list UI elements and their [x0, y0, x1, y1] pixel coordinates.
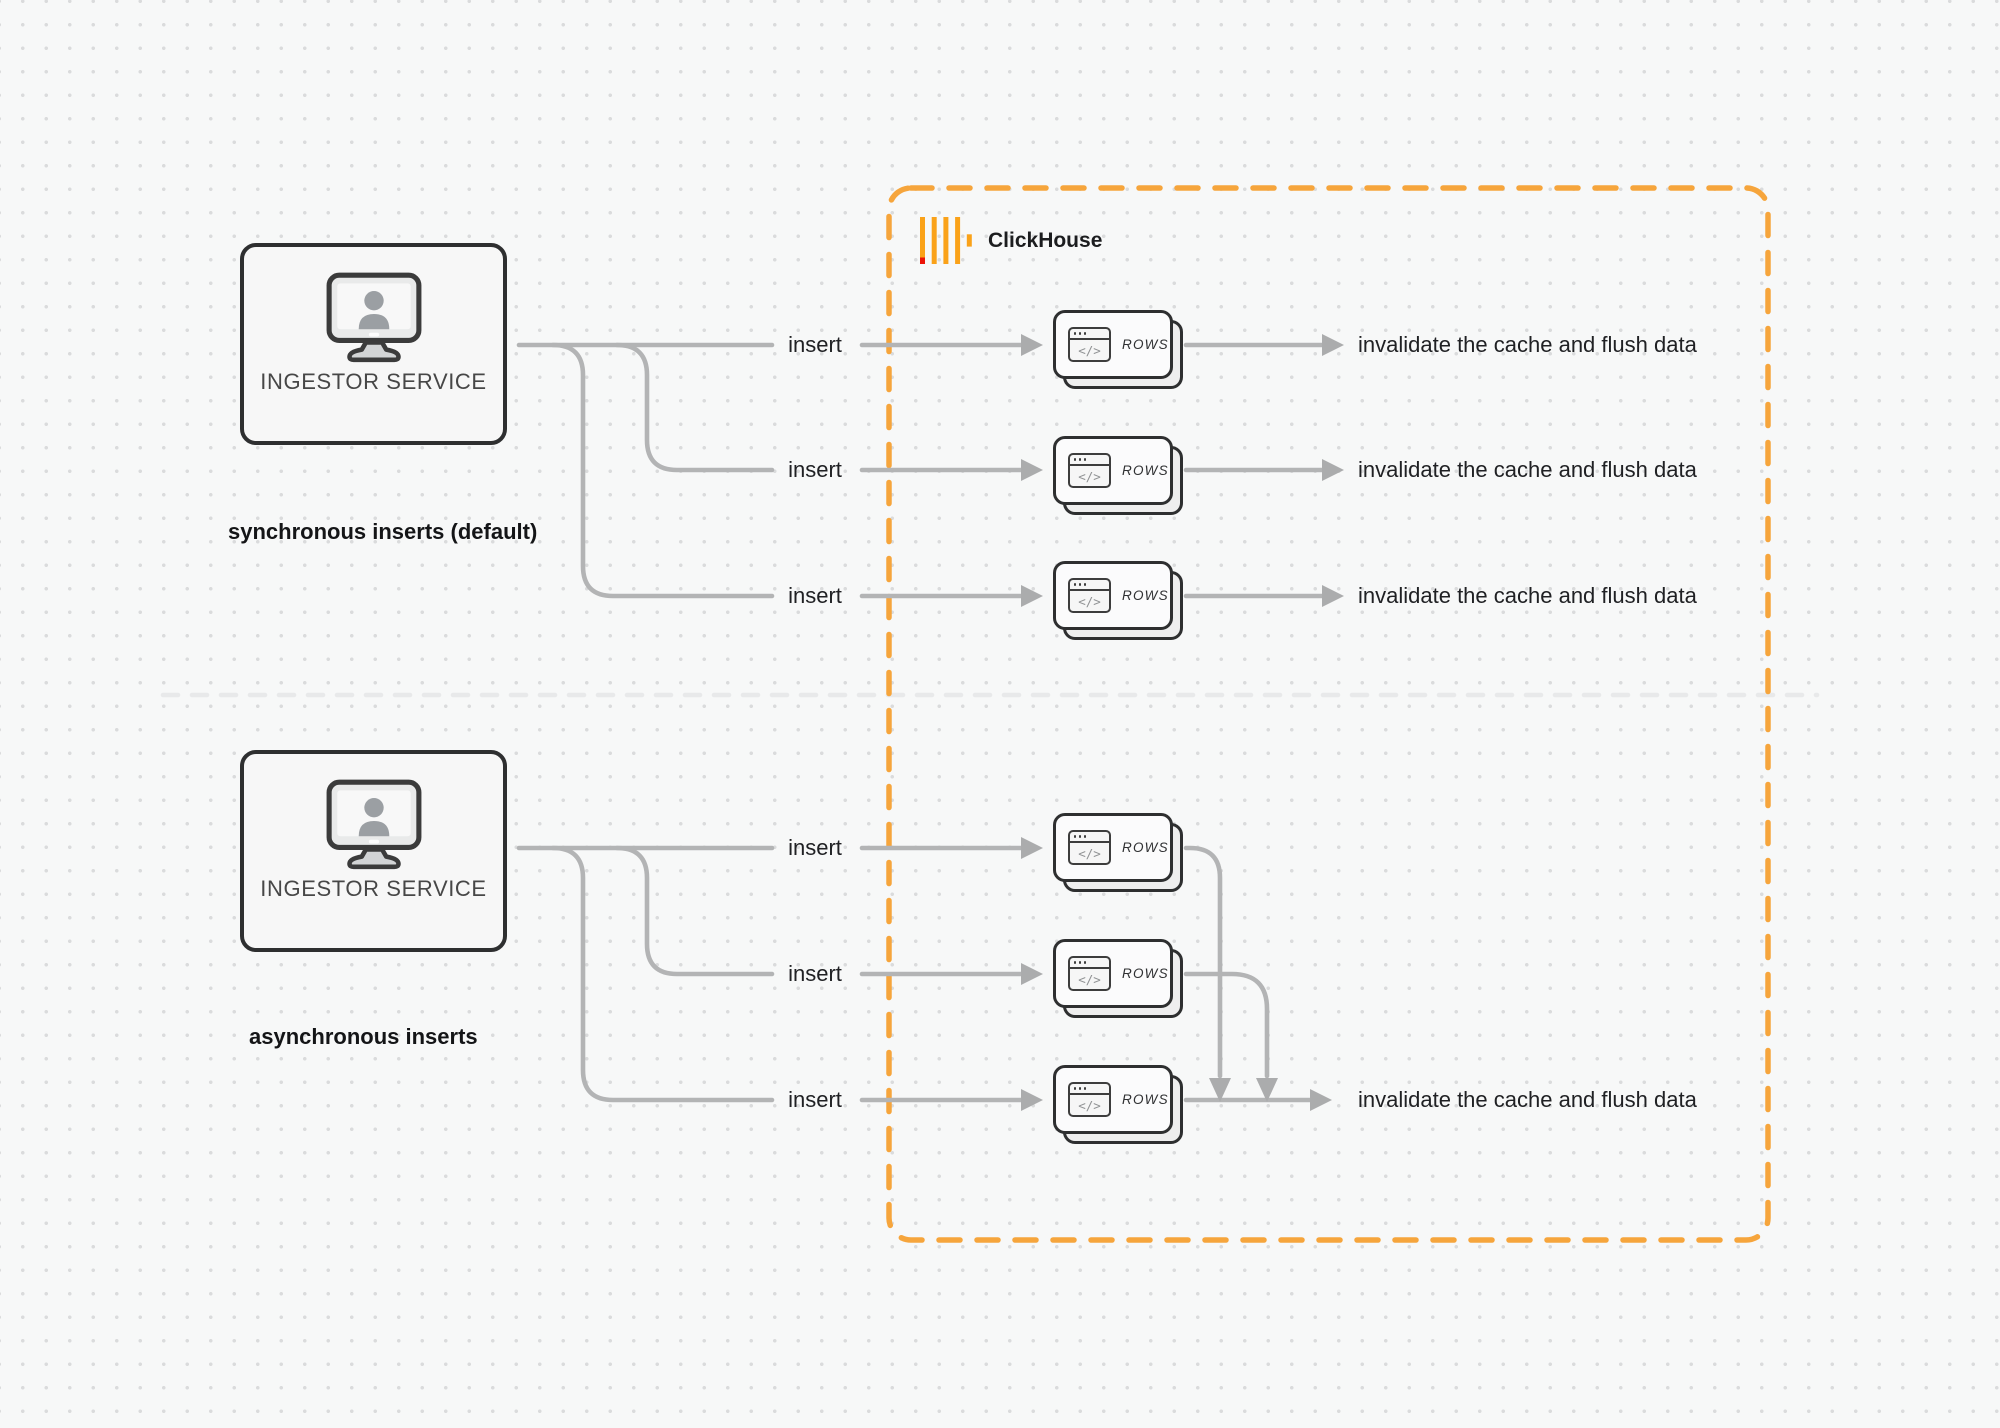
result-label: invalidate the cache and flush data: [1358, 583, 1697, 608]
clickhouse-boundary-box: [886, 185, 1771, 1243]
code-window-icon: </>: [1068, 327, 1111, 362]
rows-node: </> ROWS: [1053, 561, 1183, 640]
rows-node-label: ROWS: [1122, 1092, 1169, 1107]
async-branch-row2: [614, 845, 775, 977]
async-branch-row3: [550, 845, 775, 1103]
insert-label: insert: [788, 835, 842, 860]
rows-node-card: </> ROWS: [1053, 813, 1173, 882]
rows-node-card: </> ROWS: [1053, 436, 1173, 505]
clickhouse-brand-name: ClickHouse: [988, 229, 1103, 252]
rows-node: </> ROWS: [1053, 939, 1183, 1018]
code-window-icon: </>: [1068, 578, 1111, 613]
rows-node: </> ROWS: [1053, 813, 1183, 892]
service-label: INGESTOR SERVICE: [260, 876, 487, 901]
rows-node-card: </> ROWS: [1053, 1065, 1173, 1134]
async-node2-drop: [1183, 971, 1270, 1079]
code-window-icon: </>: [1068, 830, 1111, 865]
rows-node: </> ROWS: [1053, 310, 1183, 389]
result-label: invalidate the cache and flush data: [1358, 1087, 1697, 1112]
code-glyph: </>: [1078, 972, 1101, 987]
rows-node-label: ROWS: [1122, 463, 1169, 478]
rows-node-card: </> ROWS: [1053, 310, 1173, 379]
rows-node: </> ROWS: [1053, 436, 1183, 515]
rows-node-label: ROWS: [1122, 337, 1169, 352]
monitor-user-icon: [326, 779, 421, 870]
insert-label: insert: [788, 457, 842, 482]
rows-node-card: </> ROWS: [1053, 939, 1173, 1008]
insert-label: insert: [788, 583, 842, 608]
async-ingestor-service-box: INGESTOR SERVICE: [240, 750, 507, 952]
result-label: invalidate the cache and flush data: [1358, 332, 1697, 357]
connector-arrowheads: [1021, 334, 1344, 1111]
code-glyph: </>: [1078, 594, 1101, 609]
sync-caption: synchronous inserts (default): [228, 519, 538, 544]
clickhouse-logo-icon: [920, 217, 972, 264]
sync-branch-row2: [614, 342, 775, 473]
result-label: invalidate the cache and flush data: [1358, 457, 1697, 482]
sync-ingestor-service-box: INGESTOR SERVICE: [240, 243, 507, 445]
rows-node-card: </> ROWS: [1053, 561, 1173, 630]
code-window-icon: </>: [1068, 453, 1111, 488]
connector-lines: [516, 342, 1327, 1103]
async-node1-drop: [1183, 845, 1223, 1079]
code-window-icon: </>: [1068, 956, 1111, 991]
rows-node-label: ROWS: [1122, 840, 1169, 855]
code-glyph: </>: [1078, 1098, 1101, 1113]
monitor-user-icon: [326, 272, 421, 363]
code-window-icon: </>: [1068, 1082, 1111, 1117]
code-glyph: </>: [1078, 469, 1101, 484]
insert-label: insert: [788, 961, 842, 986]
insert-label: insert: [788, 332, 842, 357]
rows-node: </> ROWS: [1053, 1065, 1183, 1144]
rows-node-label: ROWS: [1122, 588, 1169, 603]
async-caption: asynchronous inserts: [249, 1024, 478, 1049]
rows-node-label: ROWS: [1122, 966, 1169, 981]
sync-branch-row3: [550, 342, 775, 599]
code-glyph: </>: [1078, 343, 1101, 358]
insert-label: insert: [788, 1087, 842, 1112]
code-glyph: </>: [1078, 846, 1101, 861]
service-label: INGESTOR SERVICE: [260, 369, 487, 394]
